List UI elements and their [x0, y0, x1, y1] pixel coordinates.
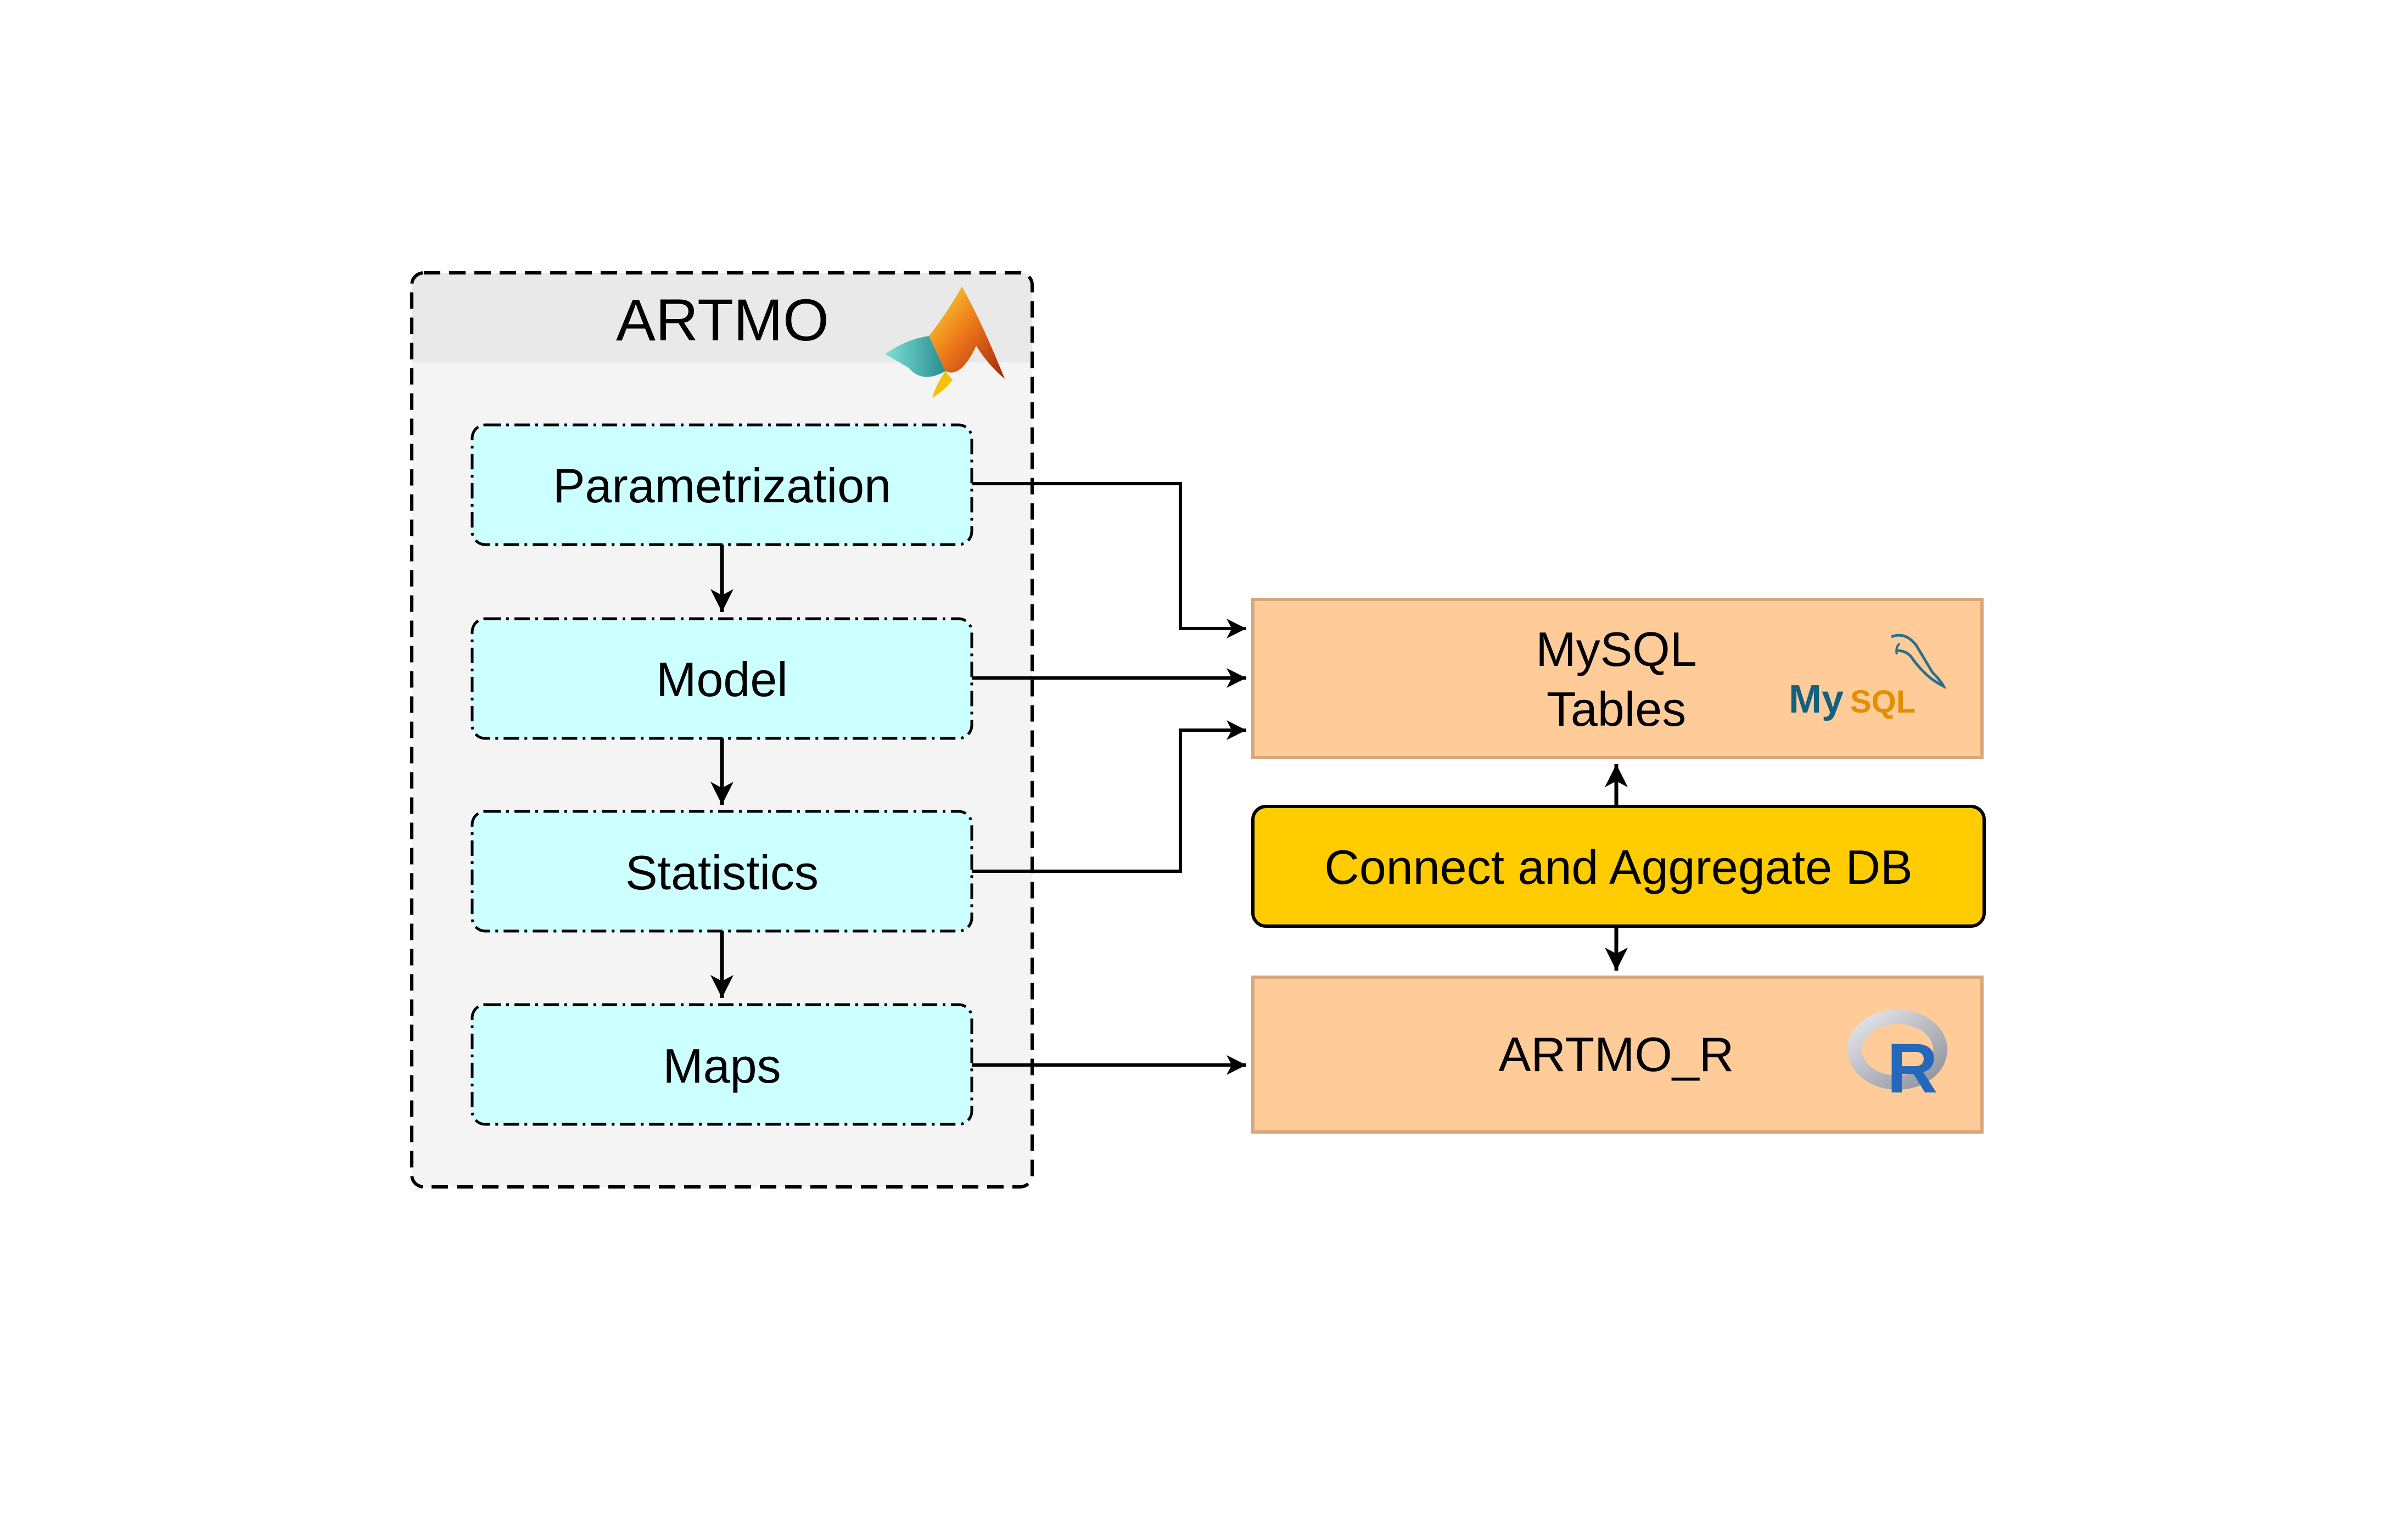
- step-box-parametrization: Parametrization: [471, 423, 973, 546]
- step-label-model: Model: [656, 652, 788, 707]
- connector-parametrization-to-mysql: [972, 482, 1246, 638]
- step-label-statistics: Statistics: [625, 845, 819, 900]
- r-logo-icon: R: [1847, 1010, 1947, 1108]
- mysql-logo-text-my: My: [1789, 677, 1844, 721]
- mysql-label-line2: Tables: [1547, 682, 1686, 736]
- connectors: [972, 482, 1246, 1075]
- step-box-maps: Maps: [471, 1003, 973, 1126]
- artmo-r-box: ARTMO_R R: [1251, 976, 1984, 1134]
- r-logo-letter: R: [1887, 1029, 1937, 1108]
- mysql-logo-text-sql: SQL: [1850, 684, 1916, 720]
- step-box-statistics: Statistics: [471, 810, 973, 933]
- step-box-model: Model: [471, 617, 973, 740]
- mysql-tables-box: MySQL Tables My SQL: [1251, 598, 1984, 759]
- mysql-label-line1: MySQL: [1536, 622, 1696, 676]
- connect-aggregate-label: Connect and Aggregate DB: [1324, 840, 1912, 894]
- connector-statistics-to-mysql: [972, 720, 1246, 873]
- mysql-logo-icon: My SQL: [1789, 634, 1947, 721]
- artmo-group-title: ARTMO: [616, 287, 829, 353]
- step-label-maps: Maps: [663, 1039, 781, 1093]
- artmo-r-label: ARTMO_R: [1499, 1027, 1734, 1081]
- step-label-parametrization: Parametrization: [553, 458, 891, 513]
- connect-aggregate-box: Connect and Aggregate DB: [1251, 805, 1986, 928]
- matlab-logo-icon: [885, 287, 1005, 398]
